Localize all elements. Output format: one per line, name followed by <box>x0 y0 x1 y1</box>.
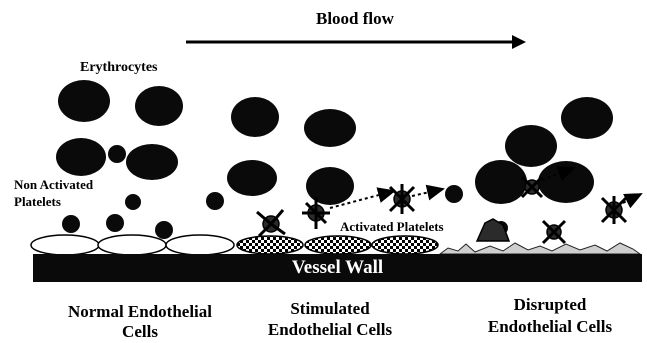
region-disrupted-line1: Disrupted <box>465 294 635 316</box>
region-normal-line2: Cells <box>25 322 255 342</box>
activated-platelet <box>543 221 565 243</box>
erythrocyte <box>475 160 527 204</box>
erythrocyte <box>58 80 110 122</box>
platelet <box>155 221 173 239</box>
platelet <box>62 215 80 233</box>
region-normal-line1: Normal Endothelial <box>25 302 255 322</box>
non-activated-platelets-line2: Platelets <box>14 193 93 210</box>
region-disrupted-line2: Endothelial Cells <box>465 316 635 338</box>
endothelial-cell <box>31 235 99 255</box>
activated-platelet <box>602 196 626 224</box>
erythrocyte <box>538 161 594 203</box>
erythrocyte <box>126 144 178 180</box>
platelet <box>108 145 126 163</box>
region-stimulated-line2: Endothelial Cells <box>245 319 415 340</box>
activated-platelet <box>257 210 285 236</box>
platelet <box>206 192 224 210</box>
platelet <box>445 185 463 203</box>
region-label-normal: Normal Endothelial Cells <box>25 302 255 342</box>
non-activated-platelets-label: Non Activated Platelets <box>14 176 93 210</box>
activated-platelet <box>390 184 414 214</box>
blood-flow-label: Blood flow <box>316 9 394 29</box>
stimulated-cell <box>372 236 438 254</box>
erythrocyte <box>304 109 356 147</box>
platelet <box>106 214 124 232</box>
normal-endothelial-cells <box>31 235 234 255</box>
activated-platelet <box>522 177 542 197</box>
blood-flow-arrow <box>186 35 526 49</box>
disrupted-endothelium <box>440 243 640 254</box>
erythrocytes-label: Erythrocytes <box>80 60 158 76</box>
platelet <box>125 194 141 210</box>
stimulated-cell <box>305 236 371 254</box>
endothelial-cell <box>98 235 166 255</box>
erythrocyte <box>227 160 277 196</box>
erythrocyte <box>306 167 354 205</box>
stimulated-endothelial-cells <box>237 236 438 254</box>
vessel-wall-label: Vessel Wall <box>33 257 642 279</box>
region-stimulated-line1: Stimulated <box>245 298 415 319</box>
erythrocyte <box>135 86 183 126</box>
region-label-disrupted: Disrupted Endothelial Cells <box>465 294 635 338</box>
region-label-stimulated: Stimulated Endothelial Cells <box>245 298 415 340</box>
endothelial-cell <box>166 235 234 255</box>
erythrocyte <box>505 125 557 167</box>
erythrocyte <box>561 97 613 139</box>
erythrocyte <box>231 97 279 137</box>
stimulated-cell <box>237 236 303 254</box>
erythrocyte <box>56 138 106 176</box>
activated-platelets-label: Activated Platelets <box>340 219 444 235</box>
non-activated-platelets-line1: Non Activated <box>14 176 93 193</box>
